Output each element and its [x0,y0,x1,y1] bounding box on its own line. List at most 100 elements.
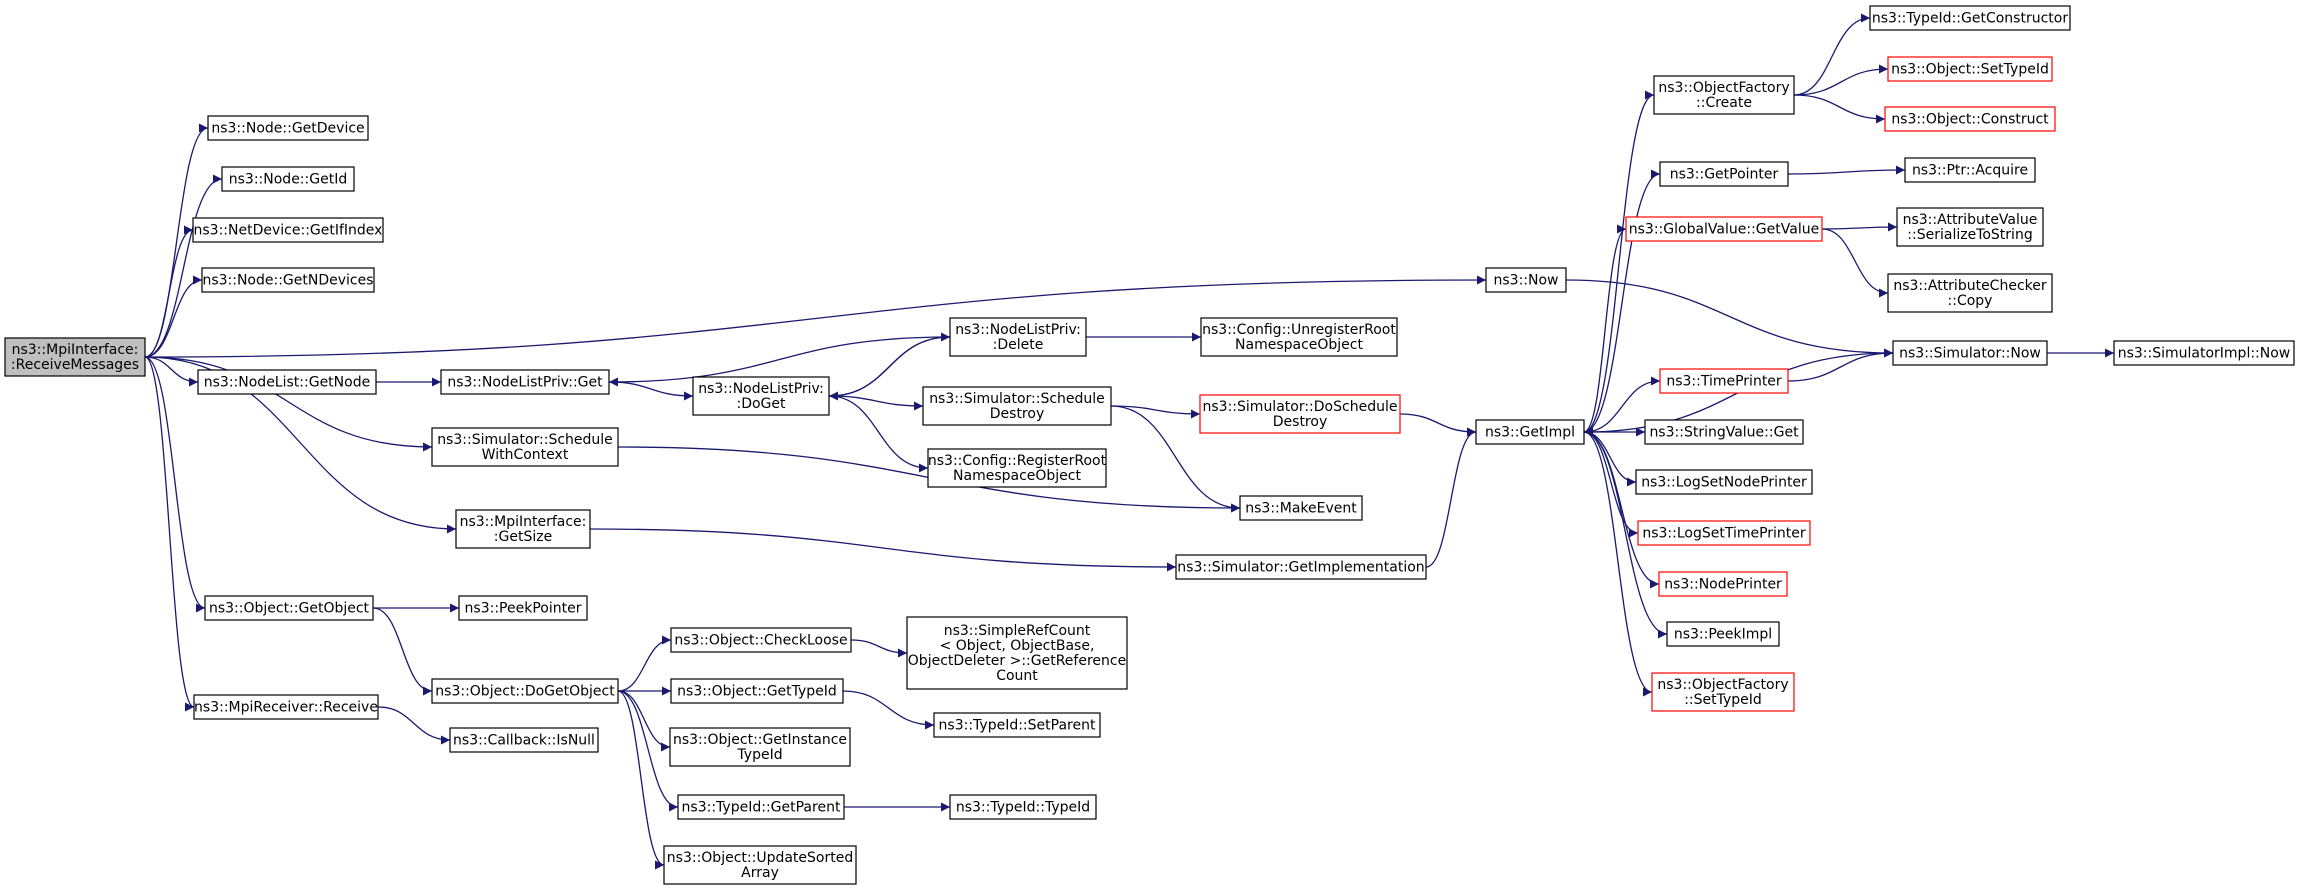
node-logsetnodeprinter[interactable]: ns3::LogSetNodePrinter [1635,469,1813,495]
node-attributechecker-copy[interactable]: ns3::AttributeChecker::Copy [1887,273,2053,313]
node-label: ns3::ObjectFactory [1657,677,1788,693]
call-edges [144,13,2114,870]
node-label: ns3::LogSetTimePrinter [1642,526,1806,542]
node-label: ns3::TypeId::SetParent [939,718,1096,734]
node-objectfactory-create[interactable]: ns3::ObjectFactory::Create [1653,75,1795,115]
node-box [193,694,379,720]
node-box [663,845,857,885]
node-typeid-getconstructor[interactable]: ns3::TypeId::GetConstructor [1869,5,2071,31]
node-typeid-typeid[interactable]: ns3::TypeId::TypeId [949,794,1097,820]
node-object-settypeid[interactable]: ns3::Object::SetTypeId [1887,56,2053,82]
node-getimpl[interactable]: ns3::GetImpl [1475,419,1585,445]
node-stringvalue-get[interactable]: ns3::StringValue::Get [1644,419,1804,445]
call-edge-getimpl-to-peekimpl [1583,431,1668,639]
node-label: ns3::Object::SetTypeId [1891,62,2049,78]
node-label: Array [741,865,779,881]
node-label: ns3::SimulatorImpl::Now [2118,346,2291,362]
node-config-unregister[interactable]: ns3::Config::UnregisterRootNamespaceObje… [1200,317,1398,357]
node-object-getobject[interactable]: ns3::Object::GetObject [204,595,374,621]
node-box [1475,419,1585,445]
node-typeid-setparent[interactable]: ns3::TypeId::SetParent [933,712,1101,738]
node-ptr-acquire[interactable]: ns3::Ptr::Acquire [1904,157,2036,183]
node-label: ns3::Callback::IsNull [453,733,595,749]
node-nodelist-getnode[interactable]: ns3::NodeList::GetNode [197,369,377,395]
node-logsettimeprinter[interactable]: ns3::LogSetTimePrinter [1637,520,1811,546]
node-mpiinterface-getsize[interactable]: ns3::MpiInterface::GetSize [455,509,591,549]
node-box [669,727,851,767]
node-nodelistpriv-get[interactable]: ns3::NodeListPriv::Get [440,369,610,395]
node-ns3-now[interactable]: ns3::Now [1485,267,1567,293]
node-label: ns3::PeekPointer [465,601,582,617]
node-box [192,217,384,243]
node-makeevent[interactable]: ns3::MakeEvent [1239,495,1363,521]
node-box [906,616,1128,690]
call-edge-simulator-getimplementation-to-getimpl [1425,427,1477,568]
node-box [431,678,619,704]
call-edge-root-to-ns3-now [144,275,1487,358]
node-globalvalue-getvalue[interactable]: ns3::GlobalValue::GetValue [1625,216,1823,242]
node-nodelistpriv-doget[interactable]: ns3::NodeListPriv::DoGet [692,376,830,416]
node-box [1637,520,1811,546]
node-peekimpl[interactable]: ns3::PeekImpl [1666,621,1780,647]
node-simulator-now[interactable]: ns3::Simulator::Now [1892,340,2048,366]
node-label: ::Copy [1948,293,1993,309]
node-label: ns3::TypeId::GetConstructor [1872,11,2068,27]
node-root[interactable]: ns3::MpiInterface::ReceiveMessages [4,337,146,377]
node-box [1869,5,2071,31]
node-label: ns3::TimePrinter [1666,374,1782,390]
node-label: ns3::SimpleRefCount [944,623,1091,639]
node-box [204,595,374,621]
node-label: ns3::Object::GetTypeId [677,684,837,700]
node-node-getdevice[interactable]: ns3::Node::GetDevice [207,115,369,141]
node-typeid-getparent[interactable]: ns3::TypeId::GetParent [677,794,845,820]
call-edge-root-to-mpireceiver-receive [144,356,195,712]
node-label: Count [996,668,1038,684]
node-label: ns3::NodePrinter [1664,577,1782,593]
call-edge-objectfactory-create-to-object-settypeid [1793,64,1889,96]
node-box [677,794,845,820]
call-edge-nodelistpriv-delete-to-nodelistpriv-doget [828,336,951,401]
node-box [692,376,830,416]
node-netdevice-getifindex[interactable]: ns3::NetDevice::GetIfIndex [192,217,384,243]
node-node-getid[interactable]: ns3::Node::GetId [221,166,355,192]
node-mpireceiver-receive[interactable]: ns3::MpiReceiver::Receive [193,694,379,720]
node-object-checkloose[interactable]: ns3::Object::CheckLoose [670,627,852,653]
node-object-gettypeid[interactable]: ns3::Object::GetTypeId [670,678,844,704]
node-peekpointer[interactable]: ns3::PeekPointer [458,595,588,621]
node-node-getndevices[interactable]: ns3::Node::GetNDevices [201,267,375,293]
node-label: < Object, ObjectBase, [940,638,1095,654]
call-edge-globalvalue-getvalue-to-attributechecker-copy [1821,228,1889,298]
node-box [1658,571,1788,597]
call-edge-getimpl-to-logsetnodeprinter [1583,431,1637,487]
node-simulator-getimplementation[interactable]: ns3::Simulator::GetImplementation [1175,554,1427,580]
node-attributevalue-serialize[interactable]: ns3::AttributeValue::SerializeToString [1896,207,2044,247]
call-edge-root-to-node-getid [144,174,223,358]
node-getpointer[interactable]: ns3::GetPointer [1659,161,1789,187]
node-object-dogetobject[interactable]: ns3::Object::DoGetObject [431,678,619,704]
call-edge-nodelistpriv-delete-to-nodelistpriv-get [608,336,951,387]
node-object-construct[interactable]: ns3::Object::Construct [1884,106,2056,132]
node-label: ns3::NodeListPriv::Get [447,375,603,391]
node-objectfactory-settypeid[interactable]: ns3::ObjectFactory::SetTypeId [1651,672,1795,712]
node-timeprinter[interactable]: ns3::TimePrinter [1659,368,1789,394]
call-edge-object-getobject-to-object-dogetobject [372,607,433,696]
node-callback-isnull[interactable]: ns3::Callback::IsNull [449,727,599,753]
node-simplerefcount-getreferencecount[interactable]: ns3::SimpleRefCount< Object, ObjectBase,… [906,616,1128,690]
node-simulatorimpl-now[interactable]: ns3::SimulatorImpl::Now [2113,340,2295,366]
node-box [949,317,1087,357]
node-label: ns3::Object::GetInstance [673,732,847,748]
node-label: ns3::Object::GetObject [209,601,370,617]
node-box [449,727,599,753]
node-label: ns3::NodeListPriv: [698,381,824,397]
node-label: ns3::AttributeChecker [1893,278,2047,294]
node-nodelistpriv-delete[interactable]: ns3::NodeListPriv::Delete [949,317,1087,357]
node-nodeprinter[interactable]: ns3::NodePrinter [1658,571,1788,597]
node-box [1651,672,1795,712]
node-label: ::SerializeToString [1907,227,2032,243]
